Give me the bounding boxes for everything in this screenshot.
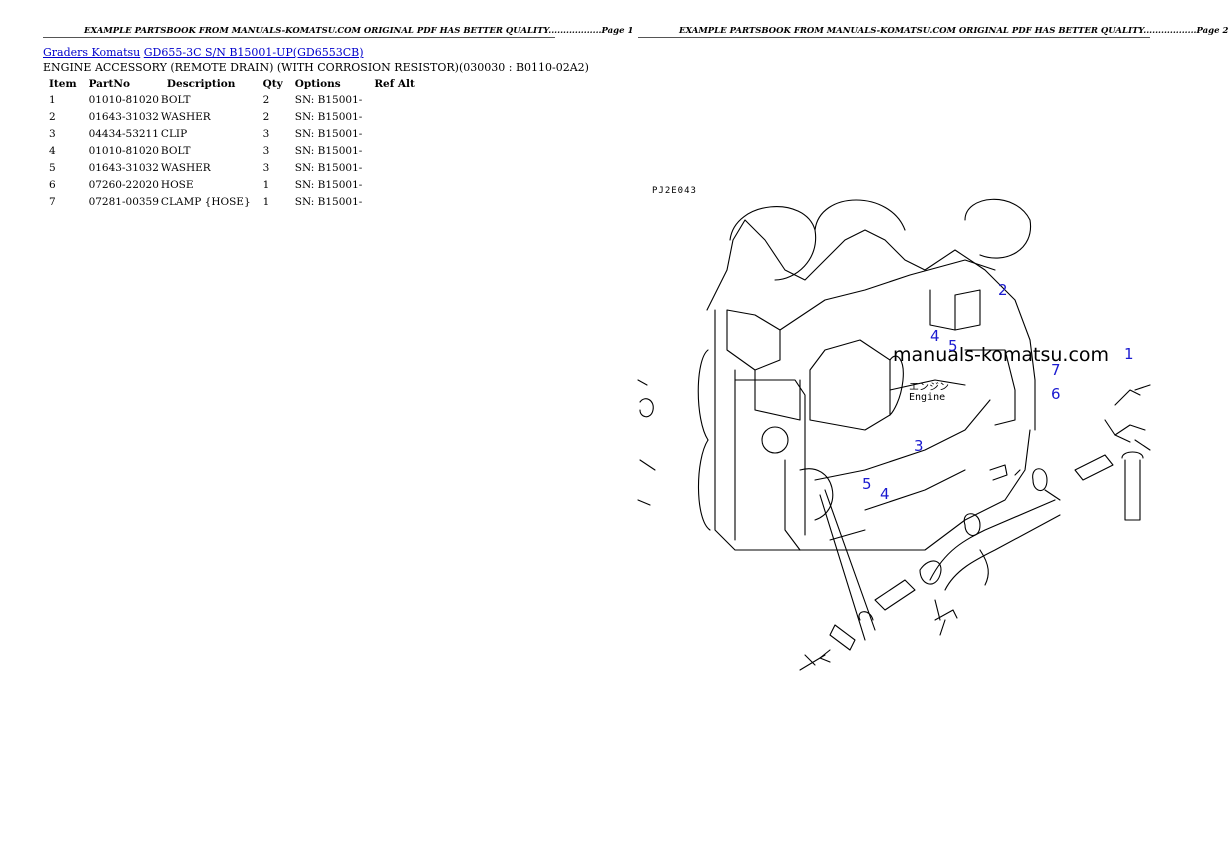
cell-qty: 3 [262,145,270,157]
breadcrumb-link-graders[interactable]: Graders Komatsu [43,46,141,59]
page-2-header-rule [638,37,1150,38]
page-1-header: EXAMPLE PARTSBOOK FROM MANUALS-KOMATSU.C… [84,26,634,36]
exploded-parts-diagram [637,198,1151,671]
cell-partno: 07281-00359 [88,196,159,208]
cell-partno: 01010-81020 [88,94,159,106]
left-edge-fittings [637,379,656,506]
hose-assembly-drawing [799,384,1151,671]
cell-description: WASHER [160,162,211,174]
cell-item: 3 [49,128,56,140]
cell-qty: 1 [262,179,270,191]
table-row: 7 07281-00359 CLAMP {HOSE} 1 SN: B15001- [43,196,421,213]
parts-page-1: EXAMPLE PARTSBOOK FROM MANUALS-KOMATSU.C… [0,0,633,842]
table-row: 6 07260-22020 HOSE 1 SN: B15001- [43,179,421,196]
cell-ref-alt [368,145,421,162]
callout-7: 7 [1051,361,1061,379]
cell-options: SN: B15001- [294,94,363,106]
assembly-title: ENGINE ACCESSORY (REMOTE DRAIN) (WITH CO… [43,61,589,74]
callout-5: 5 [948,337,958,355]
parts-table: Item PartNo Description Qty Options Ref … [43,77,421,213]
cell-options: SN: B15001- [294,111,363,123]
callout-6: 6 [1051,385,1061,403]
callout-3: 3 [914,437,924,455]
cell-item: 6 [49,179,56,191]
cell-item: 4 [49,145,56,157]
callout-4: 4 [880,485,890,503]
cell-partno: 07260-22020 [88,179,159,191]
table-row: 5 01643-31032 WASHER 3 SN: B15001- [43,162,421,179]
cell-qty: 3 [262,128,270,140]
callout-5: 5 [862,475,872,493]
cell-ref-alt [368,162,421,179]
cell-options: SN: B15001- [294,162,363,174]
cell-qty: 3 [262,162,270,174]
col-header-qty: Qty [262,78,283,90]
col-header-ref-alt: Ref Alt [374,78,415,90]
cell-ref-alt [368,128,421,145]
parts-table-header: Item PartNo Description Qty Options Ref … [43,77,421,94]
drawing-code: PJ2E043 [652,186,697,196]
cell-description: CLAMP {HOSE} [160,196,251,208]
breadcrumb-link-model[interactable]: GD655-3C S/N B15001-UP(GD6553CB) [143,46,364,59]
cell-item: 1 [49,94,56,106]
cell-description: HOSE [160,179,194,191]
cell-description: BOLT [160,145,191,157]
callout-4: 4 [930,327,940,345]
cell-partno: 01643-31032 [88,162,159,174]
cell-description: WASHER [160,111,211,123]
cell-description: CLIP [160,128,188,140]
cell-options: SN: B15001- [294,145,363,157]
cell-ref-alt [368,94,421,111]
cell-description: BOLT [160,94,191,106]
page-1-header-rule [43,37,555,38]
table-row: 1 01010-81020 BOLT 2 SN: B15001- [43,94,421,111]
table-row: 4 01010-81020 BOLT 3 SN: B15001- [43,145,421,162]
cell-partno: 01643-31032 [88,111,159,123]
col-header-description: Description [166,78,236,90]
cell-options: SN: B15001- [294,196,363,208]
callout-1: 1 [1124,345,1134,363]
cell-qty: 1 [262,196,270,208]
cell-item: 5 [49,162,56,174]
engine-label-en: Engine [909,392,946,403]
cell-ref-alt [368,179,421,196]
table-row: 3 04434-53211 CLIP 3 SN: B15001- [43,128,421,145]
cell-item: 7 [49,196,56,208]
cell-options: SN: B15001- [294,128,363,140]
page-2-header: EXAMPLE PARTSBOOK FROM MANUALS-KOMATSU.C… [679,26,1228,36]
cell-ref-alt [368,111,421,128]
table-row: 2 01643-31032 WASHER 2 SN: B15001- [43,111,421,128]
callout-2: 2 [998,281,1008,299]
col-header-item: Item [49,78,77,90]
col-header-options: Options [294,78,341,90]
cell-partno: 04434-53211 [88,128,159,140]
cell-qty: 2 [262,94,270,106]
cell-partno: 01010-81020 [88,145,159,157]
cell-item: 2 [49,111,56,123]
engine-block-drawing [697,198,1036,551]
watermark: manuals-komatsu.com [893,344,1110,366]
cell-ref-alt [368,196,421,213]
engine-label-jp: エンジン [909,382,949,393]
breadcrumb: Graders Komatsu GD655-3C S/N B15001-UP(G… [43,46,364,59]
cell-qty: 2 [262,111,270,123]
cell-options: SN: B15001- [294,179,363,191]
col-header-partno: PartNo [88,78,130,90]
